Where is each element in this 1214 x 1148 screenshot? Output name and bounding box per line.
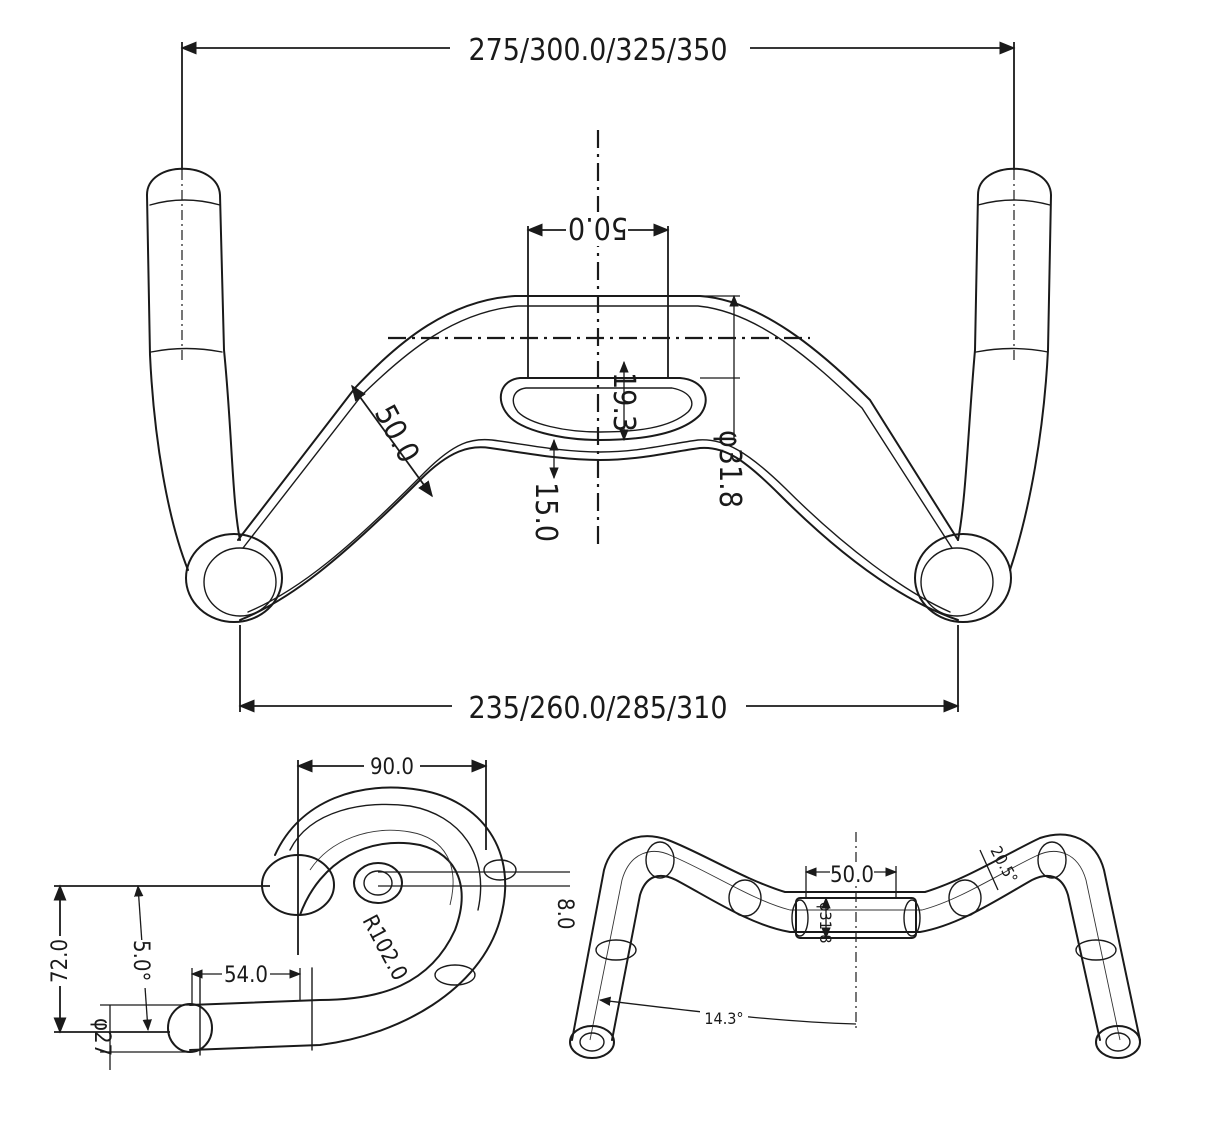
- clamp-diameter-label: φ31.8: [712, 430, 747, 508]
- top-view: 50.0 φ31.8 20.5° 14.3°: [569, 832, 1141, 1059]
- clamp-height-label: 19.3: [606, 372, 641, 432]
- straight-length-label: 54.0: [224, 963, 268, 988]
- top-clamp-width-label: 50.0: [830, 863, 874, 888]
- side-view: 90.0 8.0 72.0 5.0° 54.0 R102.0 φ27: [44, 752, 577, 1070]
- stem-clamp-slot: [499, 377, 707, 441]
- rise-label: 5.0°: [128, 940, 153, 981]
- clamp-width-label: 50.0: [568, 210, 628, 245]
- side-tube-inner: [189, 841, 463, 1006]
- bottom-width-label: 235/260.0/285/310: [468, 691, 727, 726]
- tail-label: 8.0: [552, 898, 577, 929]
- tube-diameter-label: φ27: [89, 1018, 114, 1056]
- drop-total-label: 72.0: [48, 939, 73, 983]
- side-tube-outer: [189, 786, 507, 1051]
- top-bar-lower-edge: [239, 446, 959, 621]
- left-drop: [146, 167, 283, 623]
- top-view-outer: [571, 833, 1141, 1041]
- right-drop: [914, 167, 1052, 623]
- bend-radius-label: R102.0: [357, 911, 412, 985]
- bar-depth-label: 50.0: [367, 399, 426, 468]
- sweep-label: 14.3°: [704, 1009, 743, 1028]
- top-view-inner: [611, 874, 1101, 1041]
- top-width-label: 275/300.0/325/350: [468, 33, 727, 68]
- top-clamp-diameter-label: φ31.8: [816, 902, 835, 944]
- front-view: 275/300.0/325/350 235/260.0/285/310 50.0…: [146, 30, 1052, 726]
- reach-label: 90.0: [370, 755, 414, 780]
- drop-label: 15.0: [528, 482, 563, 542]
